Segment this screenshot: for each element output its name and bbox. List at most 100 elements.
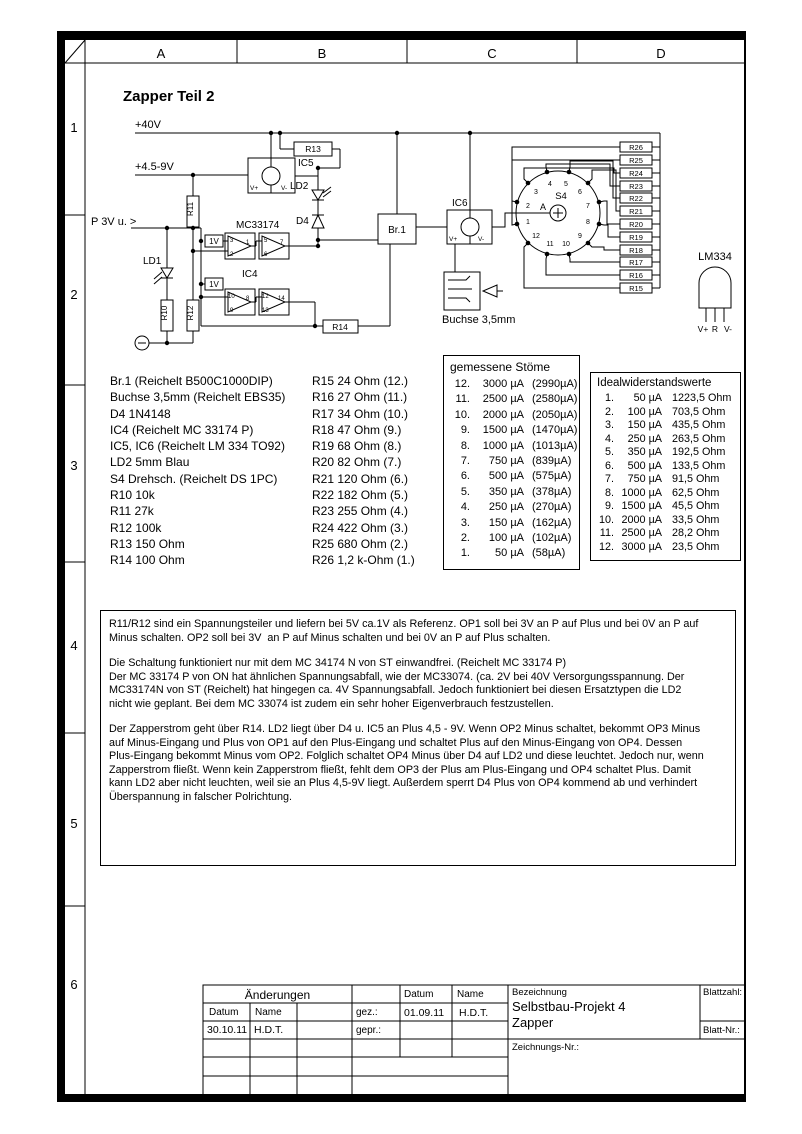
parts-item: Buchse 3,5mm (Reichelt EBS35) bbox=[110, 390, 286, 405]
col-num: 5. bbox=[460, 485, 470, 498]
s4-contact: 3 bbox=[534, 189, 538, 196]
bank-resistor-label: R21 bbox=[629, 207, 643, 216]
col-num: 4. bbox=[460, 501, 470, 514]
col-num: 9. bbox=[604, 500, 614, 512]
titleblock-zeichnungs-nr-label: Zeichnungs-Nr.: bbox=[512, 1042, 580, 1053]
col-num: 10. bbox=[598, 513, 614, 526]
row-label-3: 3 bbox=[70, 458, 77, 473]
s4-contact: 2 bbox=[526, 203, 530, 210]
notes-box: R11/R12 sind ein Spannungsteiler und lie… bbox=[100, 610, 736, 866]
r13-label: R13 bbox=[305, 144, 321, 154]
col-current: 1500 µA bbox=[621, 500, 662, 512]
column-label-a: A bbox=[157, 46, 166, 61]
measured-currents-table: gemessene Stöme 12.3000 µA(2990µA) 11.25… bbox=[443, 355, 580, 570]
rotary-switch-s4: S4 A 1 2 3 4 5 6 7 8 9 10 11 12 bbox=[511, 146, 620, 289]
measured-row: 6.500 µA(575µA) bbox=[444, 469, 579, 484]
ground-symbol bbox=[134, 335, 193, 351]
col-ohm: 703,5 Ohm bbox=[672, 405, 726, 418]
row-label-1: 1 bbox=[70, 120, 77, 135]
col-num: 8. bbox=[604, 486, 614, 499]
s4-contact: 4 bbox=[548, 181, 552, 188]
resistor-value-item: R21 120 Ohm (6.) bbox=[312, 471, 409, 486]
ic5-current-source: V+ V- IC5 bbox=[247, 133, 318, 194]
notes-paragraph-2: Die Schaltung funktioniert nur mit dem M… bbox=[109, 657, 685, 710]
measured-row: 7.750 µA(839µA) bbox=[444, 454, 579, 469]
titleblock-datum-label: Datum bbox=[209, 1007, 239, 1018]
br1-label: Br.1 bbox=[388, 225, 406, 236]
bank-resistor-label: R17 bbox=[629, 258, 643, 267]
col-actual: (2050µA) bbox=[532, 408, 578, 421]
titleblock-project-line2: Zapper bbox=[512, 1015, 554, 1030]
ld1-label: LD1 bbox=[143, 256, 162, 267]
col-num: 7. bbox=[460, 455, 470, 468]
col-nominal: 150 µA bbox=[488, 516, 524, 529]
title-block-grid bbox=[202, 984, 746, 1096]
parts-item: IC5, IC6 (Reichelt LM 334 TO92) bbox=[110, 439, 285, 454]
row-label-2: 2 bbox=[70, 287, 77, 302]
measured-row: 1.50 µA(58µA) bbox=[444, 546, 579, 561]
parts-item: R11 27k bbox=[110, 504, 154, 519]
rail-40v-label: +40V bbox=[135, 119, 162, 131]
notes-paragraph-1: R11/R12 sind ein Spannungsteiler und lie… bbox=[109, 618, 699, 644]
r10-label: R10 bbox=[160, 305, 169, 320]
col-nominal: 3000 µA bbox=[482, 378, 524, 390]
resistor-value-item: R16 27 Ohm (11.) bbox=[312, 390, 408, 405]
bank-resistor-label: R23 bbox=[629, 182, 643, 191]
col-ohm: 28,2 Ohm bbox=[672, 527, 720, 539]
opamp-pin: 10 bbox=[228, 294, 235, 300]
corner-diagonal bbox=[64, 39, 86, 64]
resistor-r10: R10 bbox=[160, 278, 174, 346]
col-actual: (2990µA) bbox=[532, 378, 578, 390]
resistor-value-item: R26 1,2 k-Ohm (1.) bbox=[312, 553, 415, 568]
opamp-pin: 5 bbox=[264, 238, 268, 244]
resistor-value-item: R18 47 Ohm (9.) bbox=[312, 422, 402, 437]
ic6-label: IC6 bbox=[452, 198, 468, 209]
lm334-pin-vplus: V+ bbox=[698, 324, 709, 334]
bank-resistor-label: R24 bbox=[629, 169, 643, 178]
bank-resistor-label: R16 bbox=[629, 271, 643, 280]
resistor-r11: R11 bbox=[186, 175, 200, 228]
resistor-value-item: R25 680 Ohm (2.) bbox=[312, 536, 409, 551]
opamp-ic4: MC33174 IC4 3 2 1 5 6 7 10 9 8 12 13 14 … bbox=[201, 220, 318, 329]
col-num: 1. bbox=[604, 392, 614, 404]
col-ohm: 62,5 Ohm bbox=[672, 486, 720, 499]
col-num: 3. bbox=[604, 419, 614, 431]
parts-item: Br.1 (Reichelt B500C1000DIP) bbox=[110, 374, 273, 388]
opamp-pin: 9 bbox=[230, 308, 234, 314]
col-current: 150 µA bbox=[627, 419, 662, 431]
col-nominal: 750 µA bbox=[488, 455, 524, 468]
lm334-pin-vminus: V- bbox=[724, 324, 732, 334]
col-num: 7. bbox=[604, 473, 614, 485]
titleblock-datum-header: Datum bbox=[404, 989, 434, 1000]
col-ohm: 33,5 Ohm bbox=[672, 513, 720, 526]
ic6-vplus-label: V+ bbox=[449, 236, 457, 243]
titleblock-change-date: 30.10.11 bbox=[207, 1024, 248, 1036]
col-nominal: 100 µA bbox=[488, 532, 524, 545]
col-num: 2. bbox=[604, 405, 614, 418]
opamp-pin: 8 bbox=[246, 296, 250, 302]
parts-item: R10 10k bbox=[110, 488, 155, 503]
ideal-title: Idealwiderstandswerte bbox=[597, 377, 712, 389]
col-nominal: 2500 µA bbox=[482, 393, 524, 406]
measured-row: 5.350 µA(378µA) bbox=[444, 485, 579, 500]
resistor-bank: R26 R25 R24 R23 R22 R21 R20 R19 R18 R17 … bbox=[619, 133, 661, 294]
measured-row: 12.3000 µA(2990µA) bbox=[444, 377, 579, 392]
col-ohm: 133,5 Ohm bbox=[672, 459, 726, 472]
resistor-value-item: R19 68 Ohm (8.) bbox=[312, 439, 402, 454]
r12-label: R12 bbox=[186, 305, 195, 320]
col-num: 6. bbox=[460, 470, 470, 483]
resistor-r12: R12 bbox=[186, 228, 200, 343]
col-num: 12. bbox=[598, 540, 614, 553]
column-label-b: B bbox=[318, 46, 327, 61]
col-ohm: 1223,5 Ohm bbox=[672, 392, 732, 404]
page-title: Zapper Teil 2 bbox=[123, 88, 215, 105]
resistor-r14: R14 bbox=[201, 319, 390, 334]
input-p-label: P 3V u. > bbox=[91, 216, 136, 228]
opamp-pin: 7 bbox=[280, 240, 284, 246]
col-ohm: 192,5 Ohm bbox=[672, 446, 726, 458]
parts-item: R12 100k bbox=[110, 520, 162, 535]
